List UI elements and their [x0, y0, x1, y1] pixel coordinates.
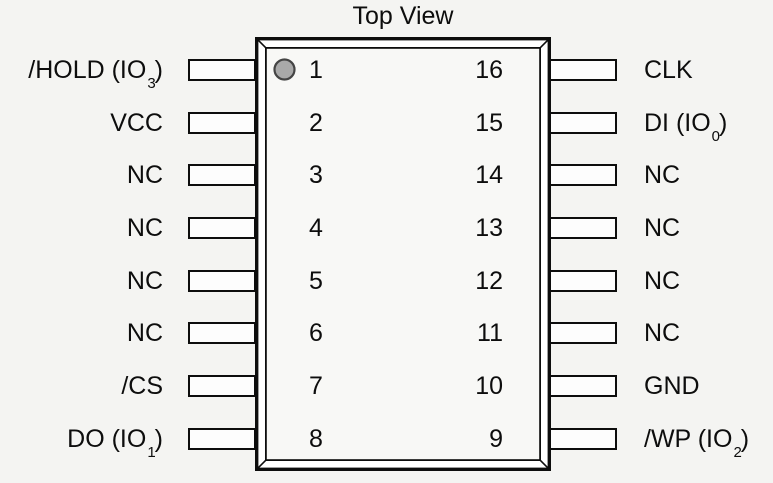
pin-label-nc-6: NC	[126, 319, 163, 347]
pin-lead-11	[549, 322, 617, 344]
pin-lead-9	[549, 428, 617, 450]
pin-lead-15	[549, 112, 617, 134]
pin-lead-2	[188, 112, 256, 134]
pin-label-nc-4: NC	[126, 214, 163, 242]
pin-number-15: 15	[475, 109, 503, 137]
pin-number-11: 11	[477, 319, 503, 347]
pin-label-nc-13: NC	[644, 214, 681, 242]
pin-number-6: 6	[309, 319, 323, 347]
pin-lead-16	[549, 59, 617, 81]
chip-bevel-lines	[255, 37, 551, 471]
pin-lead-10	[549, 375, 617, 397]
pin-label-nc-11: NC	[644, 319, 681, 347]
pin-label-do: DO (IO1)	[67, 425, 163, 461]
pin-number-10: 10	[475, 372, 503, 400]
pin-lead-3	[188, 164, 256, 186]
pin-number-3: 3	[309, 161, 323, 189]
pin-label-wp: /WP (IO2)	[644, 425, 750, 461]
chip-body-inner	[264, 47, 542, 462]
pin-number-16: 16	[475, 56, 503, 84]
pin-lead-8	[188, 428, 256, 450]
pin-number-1: 1	[309, 56, 323, 84]
pin-label-nc-12: NC	[644, 267, 681, 295]
diagram-title: Top View	[352, 2, 454, 30]
pin-leads-left	[188, 59, 256, 450]
pin-number-4: 4	[309, 214, 323, 242]
pin-number-14: 14	[475, 161, 503, 189]
pin-number-12: 12	[475, 267, 503, 295]
pin-lead-13	[549, 217, 617, 239]
pin-label-nc-14: NC	[644, 161, 681, 189]
pin-number-13: 13	[475, 214, 503, 242]
pin-label-clk: CLK	[644, 56, 693, 84]
pin-label-gnd: GND	[644, 372, 700, 400]
pin-number-2: 2	[309, 109, 323, 137]
pin-label-vcc: VCC	[110, 109, 163, 137]
pin-lead-14	[549, 164, 617, 186]
pin-label-nc-3: NC	[126, 161, 163, 189]
pin-label-di: DI (IO0)	[644, 109, 728, 145]
pin-lead-12	[549, 270, 617, 292]
pin-lead-4	[188, 217, 256, 239]
pin-number-5: 5	[309, 267, 323, 295]
pin-number-7: 7	[309, 372, 323, 400]
pin1-indicator-dot	[273, 58, 296, 81]
pin-lead-6	[188, 322, 256, 344]
pin-leads-right	[549, 59, 617, 450]
pin-label-cs: /CS	[121, 372, 163, 400]
pin-lead-5	[188, 270, 256, 292]
pin-lead-1	[188, 59, 256, 81]
pin-number-8: 8	[309, 425, 323, 453]
pin-lead-7	[188, 375, 256, 397]
pin-label-nc-5: NC	[126, 267, 163, 295]
pin-label-hold: /HOLD (IO3)	[28, 56, 163, 92]
pin-number-9: 9	[489, 425, 503, 453]
